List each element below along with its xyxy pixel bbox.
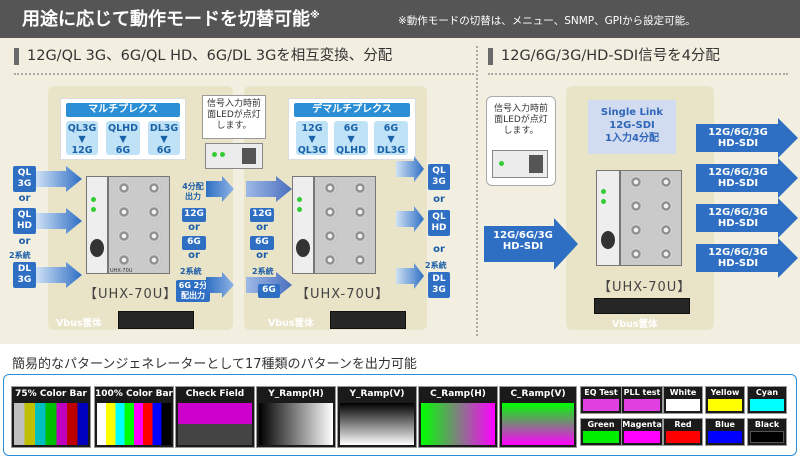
pattern-eq-test: EQ Test	[580, 386, 622, 414]
front-led-panel-right	[492, 150, 548, 178]
output-or-2: or	[433, 244, 445, 255]
pattern-black: Black	[747, 418, 787, 446]
mux-title: マルチプレクス	[66, 103, 180, 117]
out2-arrows	[396, 156, 424, 289]
left-heading: 12G/QL 3G、6G/QL HD、6G/DL 3Gを相互変換、分配	[14, 48, 392, 65]
out1-2sys: 2系統	[180, 267, 202, 276]
pattern-100-color-bar: 100% Color Bar	[94, 386, 174, 448]
input-dl3g: DL 3G	[13, 262, 36, 288]
output-dl3g: DL 3G	[428, 272, 450, 298]
out1-12g: 12G	[182, 208, 206, 222]
model-label-2: 【UHX-70U】	[296, 287, 390, 302]
output-2sys: 2系統	[425, 261, 447, 270]
pattern-y-ramp-h: Y_Ramp(H)	[256, 386, 336, 448]
demux-12g: 12G▼QL3G	[296, 121, 328, 156]
pattern-frame	[3, 374, 797, 456]
pattern-check-field: Check Field	[175, 386, 255, 448]
pattern-c-ramp-v: C_Ramp(V)	[499, 386, 577, 448]
vbus-label-2: Vbus筐体	[268, 318, 314, 329]
pattern-yellow: Yellow	[705, 386, 745, 414]
input-arrows	[36, 166, 82, 288]
model-label-1: 【UHX-70U】	[84, 287, 178, 302]
board-1-label: UHX-70U	[110, 268, 133, 274]
in2-6g: 6G	[250, 236, 274, 250]
out1-or-1: or	[188, 222, 200, 233]
input-or-2: or	[18, 236, 31, 247]
left-divider	[14, 73, 474, 75]
in2-or-2: or	[256, 250, 268, 261]
demux-6g-2: 6G▼DL3G	[374, 121, 408, 156]
out1-6g-2dist: 6G 2分配出力	[176, 280, 210, 302]
led-note-left: 信号入力時前面LEDが点灯します。	[202, 95, 266, 139]
led-note-right: 信号入力時前面LEDが点灯します。	[493, 104, 548, 136]
pattern-white: White	[663, 386, 703, 414]
pattern-y-ramp-v: Y_Ramp(V)	[337, 386, 417, 448]
pattern-c-ramp-h: C_Ramp(H)	[418, 386, 498, 448]
board-1-front	[86, 176, 108, 274]
pattern-title: 簡易的なパターンジェネレーターとして17種類のパターンを出力可能	[12, 357, 417, 372]
vbus-rack-1	[118, 311, 194, 329]
demux-title: デマルチプレクス	[294, 103, 410, 117]
input-or-1: or	[18, 193, 31, 204]
input-2sys: 2系統	[9, 251, 31, 260]
in2-or-1: or	[256, 222, 268, 233]
in2-12g: 12G	[250, 208, 274, 222]
right-divider	[488, 73, 788, 75]
pattern-blue: Blue	[705, 418, 745, 446]
demux-6g-1: 6G▼QLHD	[334, 121, 368, 156]
in2-6g-b: 6G	[258, 284, 280, 298]
in2-2sys: 2系統	[252, 267, 274, 276]
mux-ql3g: QL3G▼12G	[66, 121, 98, 156]
right-input-arrow	[484, 218, 578, 270]
out1-arrows	[206, 176, 234, 298]
out1-or-2: or	[188, 250, 200, 261]
pattern-magenta: Magenta	[621, 418, 663, 446]
input-qlhd: QL HD	[13, 208, 36, 234]
board-r-body	[620, 170, 682, 266]
output-ql3g: QL 3G	[428, 164, 450, 190]
output-qlhd: QL HD	[428, 210, 450, 236]
vbus-rack-r	[594, 298, 690, 314]
section-divider	[476, 46, 478, 336]
out1-6g: 6G	[182, 236, 206, 250]
board-r-front	[596, 170, 620, 266]
vbus-label-r: Vbus筐体	[612, 319, 658, 330]
right-heading: 12G/6G/3G/HD-SDI信号を4分配	[488, 48, 720, 65]
page-title: 用途に応じて動作モードを切替可能※	[22, 9, 320, 30]
board-1-body	[108, 176, 170, 274]
mux-qlhd: QLHD▼6G	[106, 121, 140, 156]
front-led-panel-left	[205, 143, 263, 169]
pattern-pll-test: PLL test	[621, 386, 663, 414]
board-2-front	[292, 176, 314, 274]
vbus-rack-2	[330, 311, 406, 329]
split-4-label: 4分配出力	[182, 182, 204, 201]
model-label-r: 【UHX-70U】	[598, 280, 692, 295]
right-output-arrows	[696, 118, 798, 278]
board-2-body	[314, 176, 376, 274]
header-bar	[0, 0, 800, 38]
output-or-1: or	[433, 194, 445, 205]
pattern-cyan: Cyan	[747, 386, 787, 414]
mux-dl3g: DL3G▼6G	[148, 121, 180, 156]
header-note: ※動作モードの切替は、メニュー、SNMP、GPIから設定可能。	[398, 15, 696, 27]
input-ql3g: QL 3G	[13, 166, 36, 192]
pattern-red: Red	[663, 418, 703, 446]
pattern-green: Green	[580, 418, 622, 446]
vbus-label-1: Vbus筐体	[56, 318, 102, 329]
pattern-75-color-bar: 75% Color Bar	[11, 386, 91, 448]
